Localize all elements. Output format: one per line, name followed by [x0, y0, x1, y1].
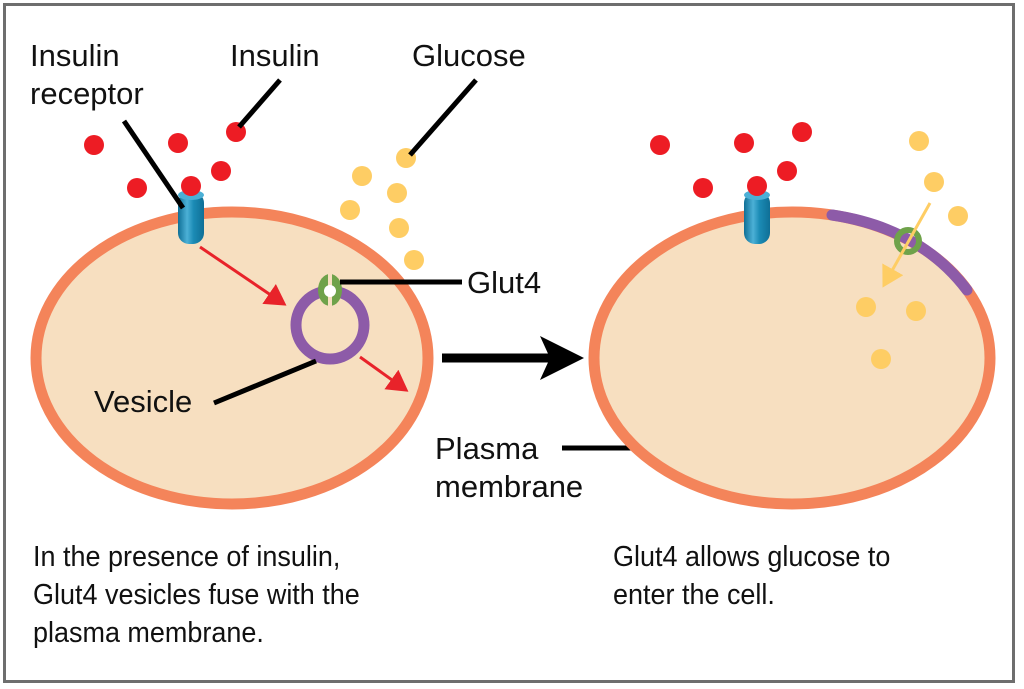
left-cell	[30, 206, 434, 510]
left-cell-membrane	[30, 206, 434, 510]
signal-arrow	[359, 355, 409, 392]
glucose-molecule	[856, 297, 876, 317]
plasma-membrane-label: Plasma	[435, 431, 539, 466]
glucose-molecule	[404, 250, 424, 270]
right-insulin-group	[650, 122, 812, 198]
left-caption-line: In the presence of insulin,	[33, 541, 341, 573]
insulin-molecule	[127, 178, 147, 198]
left-insulin-group	[84, 122, 246, 198]
bound-insulin	[747, 176, 767, 196]
insulin-molecule	[211, 161, 231, 181]
right-caption: Glut4 allows glucose to enter the cell.	[613, 538, 890, 614]
transition-arrow	[442, 336, 584, 380]
glucose-entry-arrow	[882, 202, 932, 288]
glucose-label: Glucose	[412, 38, 526, 73]
insulin-receptor-label: Insulin	[30, 38, 120, 73]
left-insulin-receptor	[178, 176, 204, 244]
right-caption-line: enter the cell.	[613, 579, 775, 611]
glucose-molecule	[948, 206, 968, 226]
glut4-transporter	[318, 272, 342, 308]
insulin-leader-line	[237, 78, 282, 129]
vesicle-leader-line	[213, 358, 317, 406]
insulin-molecule	[792, 122, 812, 142]
glucose-molecule	[906, 301, 926, 321]
right-caption-line: Glut4 allows glucose to	[613, 541, 891, 573]
leader-lines	[121, 78, 640, 451]
glucose-leader-line	[408, 78, 478, 157]
insulin-molecule	[650, 135, 670, 155]
right-cell	[588, 206, 996, 510]
left-caption-line: plasma membrane.	[33, 617, 264, 649]
glucose-molecule	[871, 349, 891, 369]
plasma-membrane-label-line2: membrane	[435, 469, 583, 504]
right-glucose-inside	[856, 297, 926, 369]
glucose-molecule	[924, 172, 944, 192]
bound-insulin	[181, 176, 201, 196]
right-insulin-receptor	[744, 176, 770, 244]
insulin-label: Insulin	[230, 38, 320, 73]
glucose-molecule	[352, 166, 372, 186]
left-caption-line: Glut4 vesicles fuse with the	[33, 579, 360, 611]
insulin-molecule	[777, 161, 797, 181]
glucose-molecule	[909, 131, 929, 151]
insulin-receptor-label-line2: receptor	[30, 76, 144, 111]
vesicle-label: Vesicle	[94, 384, 192, 419]
glucose-molecule	[387, 183, 407, 203]
insulin-molecule	[84, 135, 104, 155]
glucose-molecule	[389, 218, 409, 238]
glut4-channel	[894, 227, 922, 255]
insulin-molecule	[693, 178, 713, 198]
right-glucose-outside	[909, 131, 968, 226]
signal-arrow	[199, 245, 287, 306]
left-caption: In the presence of insulin, Glut4 vesicl…	[33, 538, 360, 652]
glut4-label: Glut4	[467, 265, 541, 300]
insulin-molecule	[168, 133, 188, 153]
glucose-molecule	[340, 200, 360, 220]
receptor-leader-line	[121, 119, 186, 210]
insulin-molecule	[734, 133, 754, 153]
